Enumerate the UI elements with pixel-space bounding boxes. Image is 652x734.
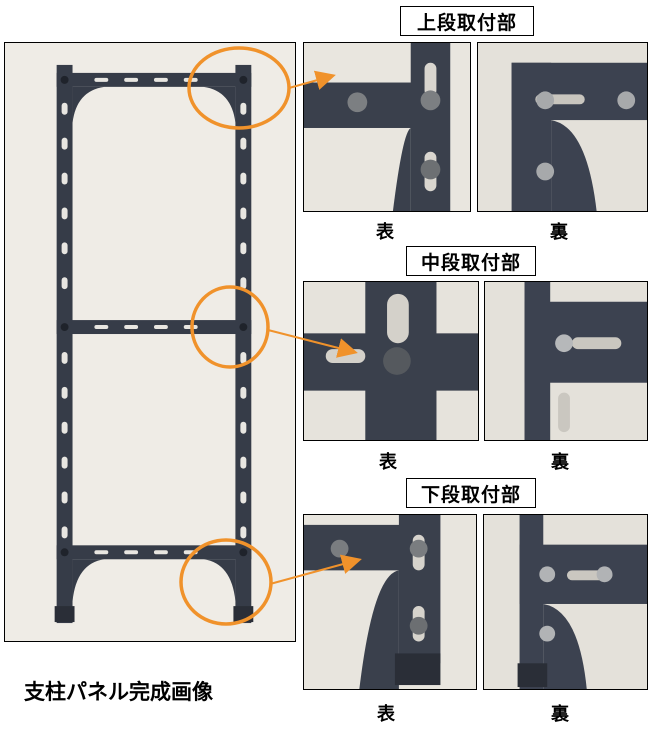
lower-front-label: 表 (377, 704, 395, 725)
section-title-upper: 上段取付部 (400, 6, 534, 36)
lower-back-label: 裏 (551, 704, 569, 725)
upper-back-label: 裏 (550, 222, 568, 243)
lower-front-photo (303, 514, 477, 690)
upper-front-label: 表 (376, 222, 394, 243)
middle-back-photo (484, 281, 648, 441)
upper-front-photo (303, 42, 471, 212)
lower-back-photo (483, 514, 648, 690)
section-title-middle: 中段取付部 (406, 246, 536, 276)
main-photo-caption: 支柱パネル完成画像 (24, 680, 213, 704)
main-panel-photo (4, 42, 296, 642)
upper-back-photo (477, 42, 648, 212)
middle-front-photo (303, 281, 479, 441)
middle-front-label: 表 (379, 452, 397, 473)
section-title-lower: 下段取付部 (406, 478, 536, 508)
middle-back-label: 裏 (551, 452, 569, 473)
